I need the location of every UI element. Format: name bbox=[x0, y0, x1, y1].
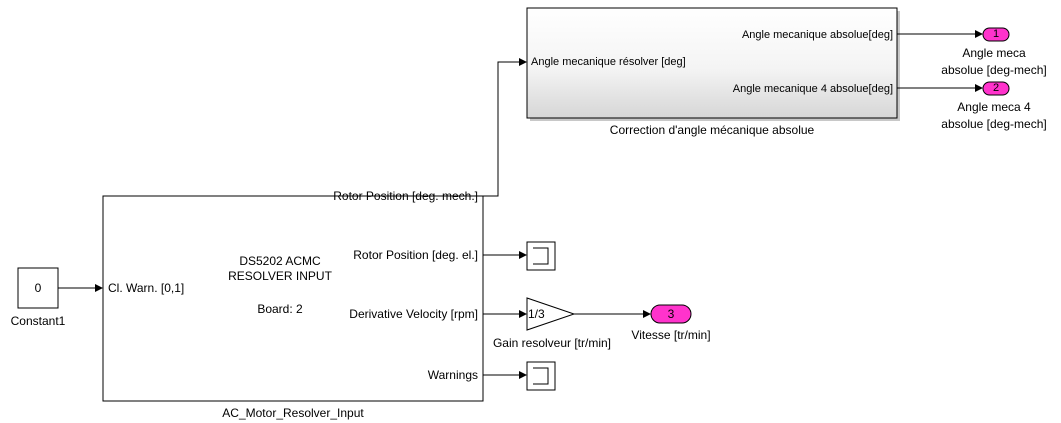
outport-2-number: 2 bbox=[992, 82, 1000, 94]
outport-3-label: Vitesse [tr/min] bbox=[631, 328, 711, 342]
resolver-title-line2: RESOLVER INPUT bbox=[228, 269, 332, 283]
terminator-icon[interactable] bbox=[526, 241, 556, 271]
correction-block[interactable] bbox=[526, 7, 898, 119]
correction-output-port-1: Angle mecanique absolue[deg] bbox=[741, 29, 893, 41]
outport-2[interactable] bbox=[982, 81, 1010, 96]
resolver-input-block[interactable] bbox=[102, 195, 484, 402]
arrowheads bbox=[95, 30, 983, 379]
resolver-output-port-3: Derivative Velocity [rpm] bbox=[349, 307, 478, 321]
outport-2-label-line2: absolue [deg-mech] bbox=[941, 117, 1047, 131]
correction-output-port-2: Angle mecanique 4 absolue[deg] bbox=[732, 83, 893, 95]
gain-block[interactable] bbox=[526, 297, 576, 331]
outport-3-number: 3 bbox=[667, 307, 675, 321]
resolver-input-port-label: Cl. Warn. [0,1] bbox=[108, 281, 185, 295]
resolver-output-port-1: Rotor Position [deg. mech.] bbox=[333, 189, 478, 203]
correction-block-name: Correction d'angle mécanique absolue bbox=[609, 123, 815, 137]
constant-name: Constant1 bbox=[10, 314, 66, 328]
resolver-block-name: AC_Motor_Resolver_Input bbox=[222, 406, 364, 420]
terminator-icon[interactable] bbox=[526, 361, 556, 391]
correction-input-port-label: Angle mecanique résolver [deg] bbox=[531, 56, 686, 68]
gain-block-name: Gain resolveur [tr/min] bbox=[492, 336, 612, 350]
resolver-output-port-2: Rotor Position [deg. el.] bbox=[353, 248, 478, 262]
constant-block[interactable] bbox=[17, 267, 59, 309]
outport-1-number: 1 bbox=[992, 28, 1000, 40]
outport-1-label-line1: Angle meca bbox=[962, 46, 1026, 60]
resolver-board: Board: 2 bbox=[257, 302, 303, 316]
outport-1-label-line2: absolue [deg-mech] bbox=[941, 63, 1047, 77]
outport-1[interactable] bbox=[982, 27, 1010, 42]
constant-value: 0 bbox=[34, 281, 42, 295]
resolver-title-line1: DS5202 ACMC bbox=[239, 254, 321, 268]
signal-lines bbox=[58, 33, 975, 376]
gain-value: 1/3 bbox=[528, 307, 545, 321]
outport-2-label-line1: Angle meca 4 bbox=[957, 100, 1031, 114]
resolver-output-port-4: Warnings bbox=[427, 368, 478, 382]
outport-3[interactable] bbox=[650, 304, 692, 324]
